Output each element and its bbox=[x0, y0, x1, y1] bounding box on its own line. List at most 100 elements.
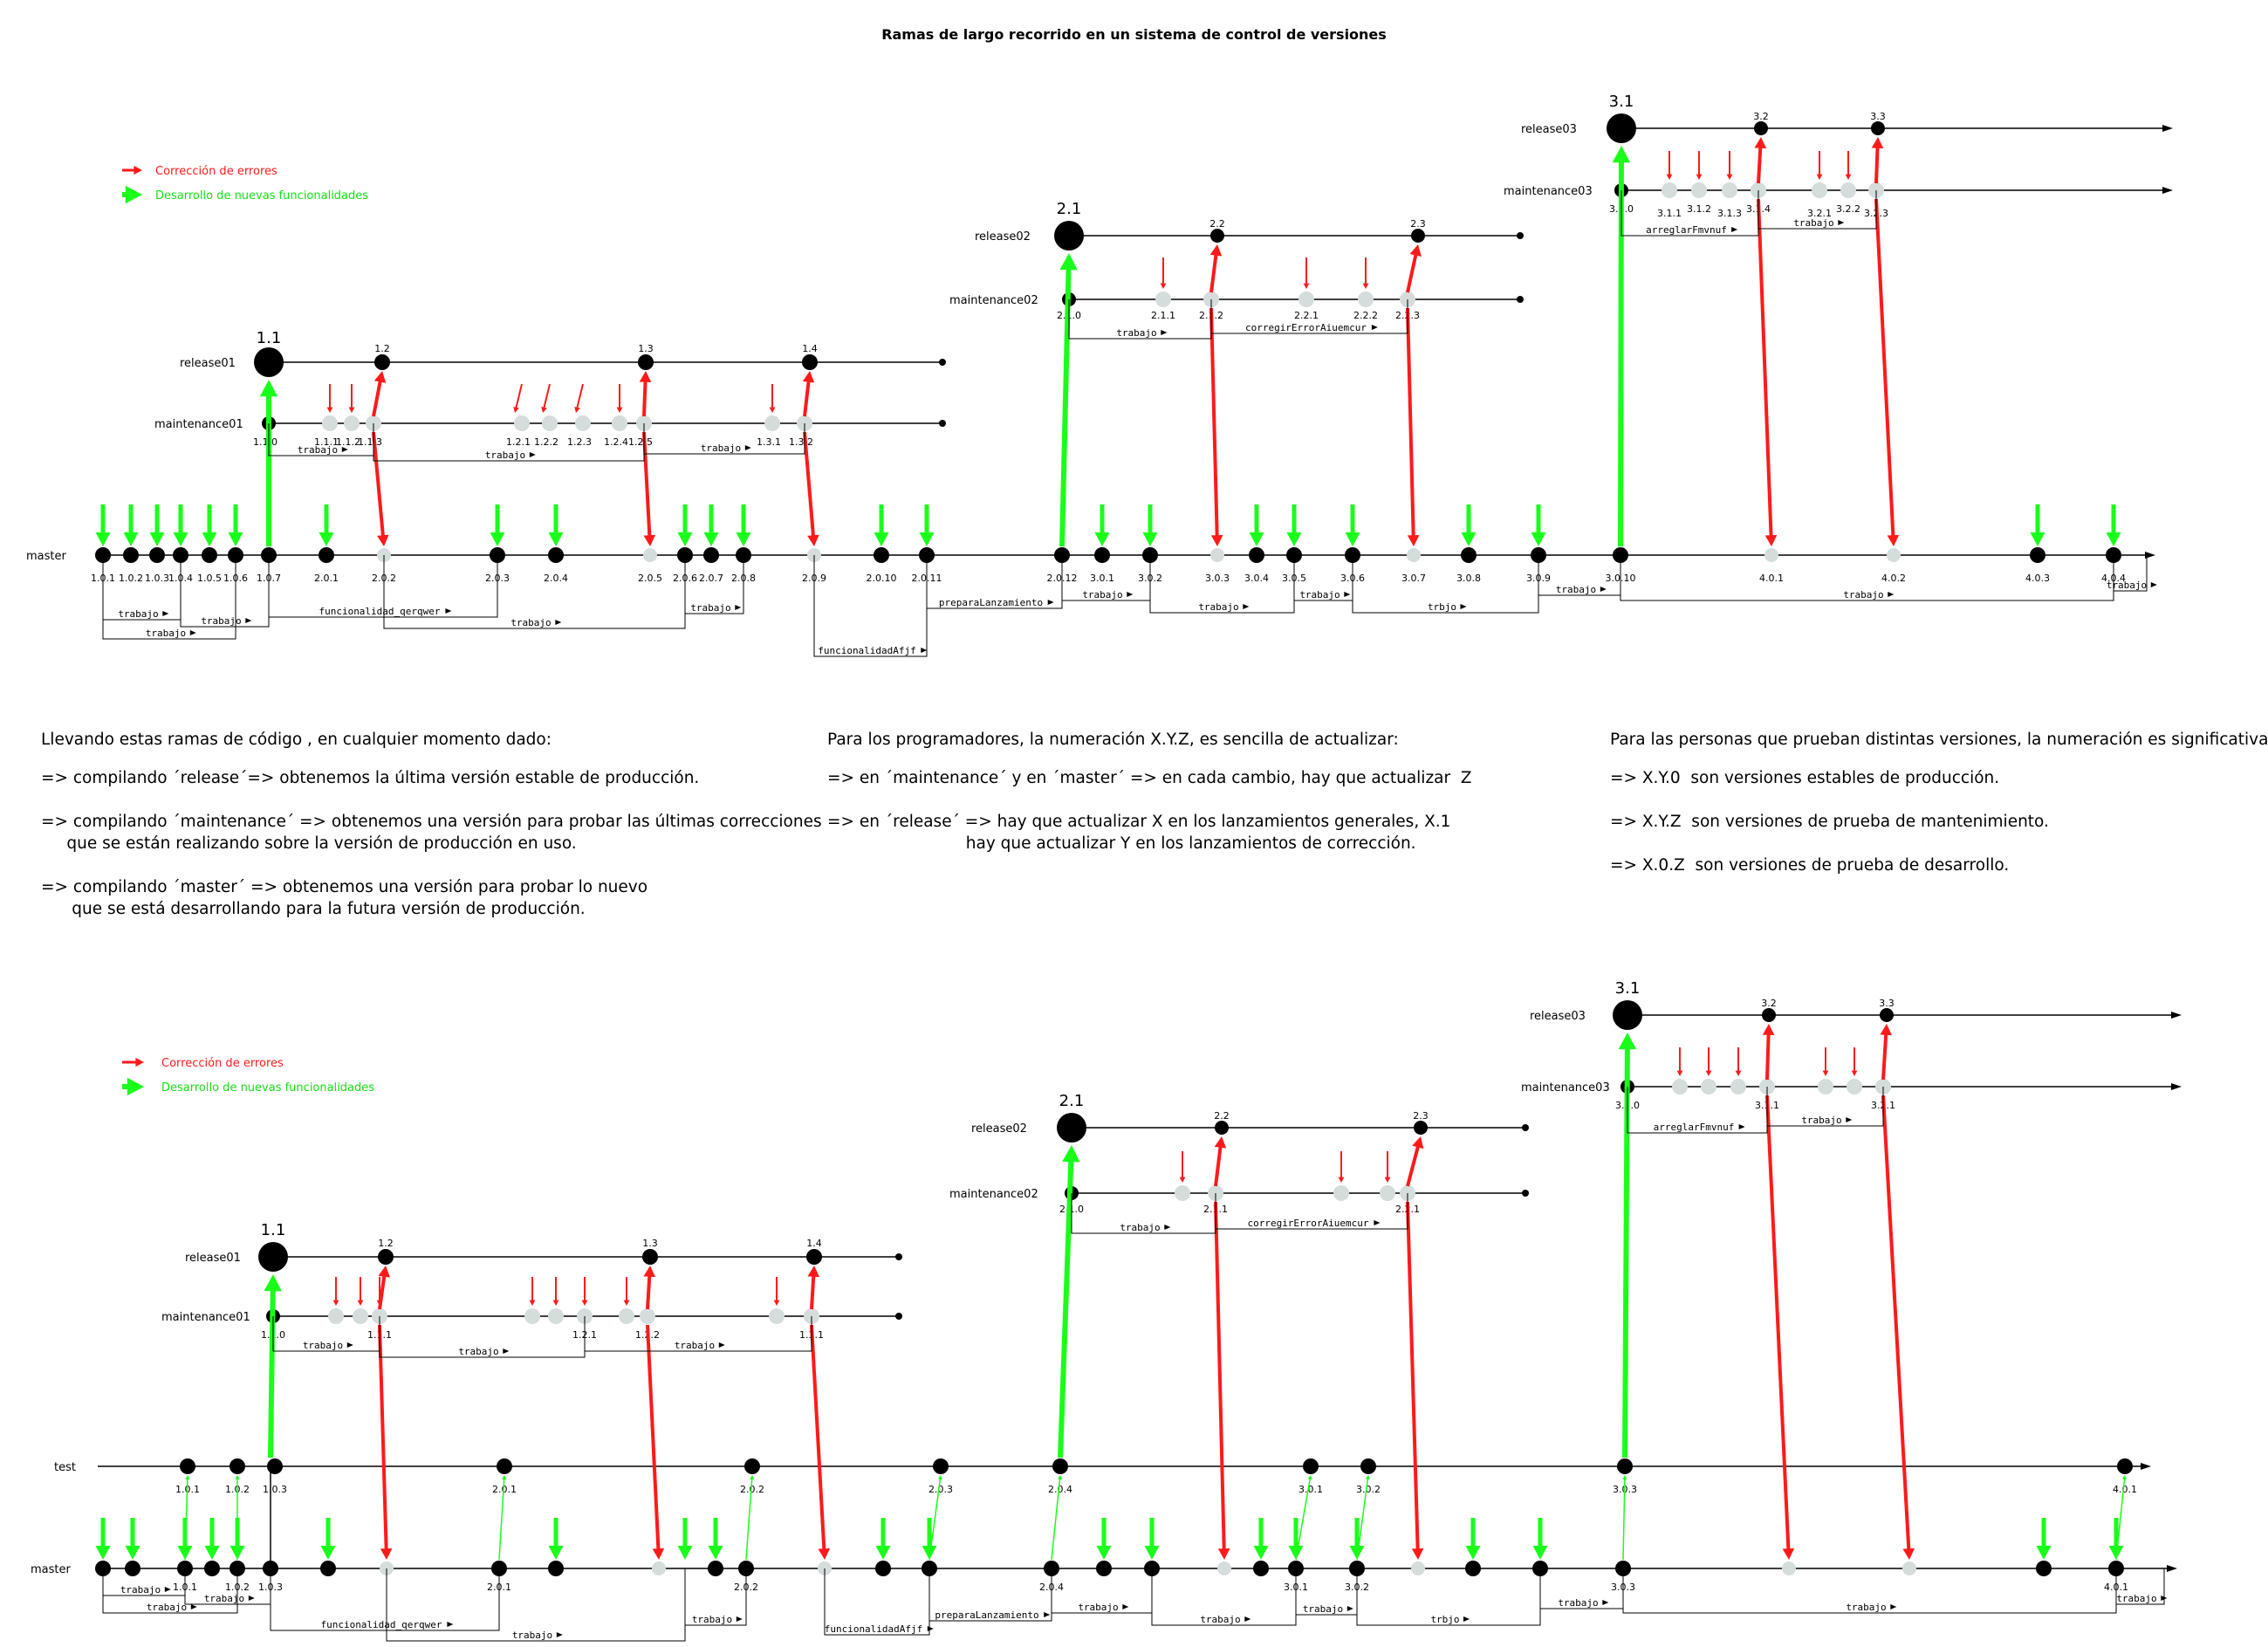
release02-commit bbox=[1215, 1121, 1229, 1135]
work-label: trabajo bbox=[201, 615, 241, 627]
work-label: funcionalidadAfjf bbox=[818, 645, 916, 656]
work-label: funcionalidadAfjf bbox=[825, 1623, 923, 1635]
feature-arrow-head bbox=[874, 532, 889, 546]
maintenance03-version-label: 3.1.1 bbox=[1657, 208, 1682, 219]
merge-fix-arrow bbox=[642, 431, 652, 538]
feature-arrow-head bbox=[319, 532, 334, 546]
promote-arrow-head bbox=[235, 1475, 240, 1479]
work-label: trabajo bbox=[1793, 217, 1833, 229]
maintenance03-line-arrow bbox=[2162, 187, 2173, 194]
legend-feature-label: Desarrollo de nuevas funcionalidades bbox=[155, 189, 368, 202]
promote-arrow-head bbox=[1365, 1475, 1370, 1480]
feature-arrow-head bbox=[548, 1546, 564, 1560]
maintenance02-commit bbox=[1333, 1185, 1349, 1201]
master-commit bbox=[874, 547, 889, 563]
release-fix-arrow-head bbox=[1754, 137, 1767, 149]
master-commit bbox=[652, 1561, 666, 1575]
release02-start bbox=[1054, 221, 1084, 250]
maintenance03-commit bbox=[1730, 1079, 1746, 1095]
maintenance03-commit bbox=[1662, 182, 1677, 198]
work-label: trabajo bbox=[458, 1346, 498, 1357]
merge-fix-arrow-head bbox=[652, 1547, 665, 1560]
work-label: corregirErrorAiuemcur bbox=[1245, 322, 1367, 333]
maintenance03-version-label: 3.1.3 bbox=[1717, 208, 1742, 219]
fix-arrow-head bbox=[1816, 174, 1823, 180]
release02-version-label: 2.2 bbox=[1214, 1110, 1230, 1122]
work-label: trabajo bbox=[690, 602, 730, 614]
release02-start bbox=[1057, 1113, 1086, 1143]
master-commit bbox=[1902, 1561, 1916, 1575]
release02-version-label: 2.3 bbox=[1413, 1110, 1429, 1122]
maintenance03-version-label: 3.2.1 bbox=[1807, 208, 1832, 219]
test-commit bbox=[744, 1458, 760, 1474]
legend-fix-arrow-head bbox=[134, 165, 142, 175]
maintenance03-version-label: 3.2.2 bbox=[1836, 203, 1860, 215]
release01-commit bbox=[638, 354, 654, 370]
release-fix-arrow bbox=[1765, 1033, 1771, 1081]
feature-arrow-head bbox=[1461, 532, 1477, 546]
master-version-label: 4.0.1 bbox=[1759, 573, 1784, 584]
master-commit bbox=[1249, 547, 1264, 563]
maintenance01-version-label: 1.1.0 bbox=[253, 436, 278, 448]
work-bracket bbox=[684, 1568, 747, 1626]
release03-version-label: 3.2 bbox=[1761, 998, 1777, 1009]
maintenance01-commit bbox=[524, 1308, 540, 1324]
feature-arrow-head bbox=[2036, 1546, 2052, 1560]
work-label-arrow bbox=[190, 1604, 197, 1609]
feature-arrow-head bbox=[922, 1546, 937, 1560]
master-version-label: 4.0.3 bbox=[2025, 573, 2050, 584]
release03-commit bbox=[1762, 1008, 1776, 1022]
maintenance01-version-label: 1.2.5 bbox=[628, 436, 653, 448]
branch-label-test: test bbox=[54, 1461, 76, 1474]
maintenance03-commit bbox=[1691, 182, 1707, 198]
branch-off-feature-arrow-head bbox=[1612, 146, 1631, 163]
branch-off-feature-arrow-head bbox=[1618, 1033, 1637, 1050]
maintenance01-commit bbox=[769, 1308, 785, 1324]
release-fix-arrow bbox=[1209, 252, 1218, 293]
maintenance03-version-label: 3.1.2 bbox=[1687, 203, 1711, 215]
fix-arrow-head bbox=[357, 1300, 364, 1306]
release-fix-arrow bbox=[378, 1273, 387, 1310]
explanation-col2-line4: hay que actualizar Y en los lanzamientos… bbox=[827, 834, 1416, 853]
merge-fix-arrow-head bbox=[1887, 534, 1900, 546]
release01-commit bbox=[378, 1249, 394, 1265]
work-label-arrow bbox=[555, 620, 562, 625]
release01-version-label: 1.4 bbox=[802, 343, 818, 354]
branch-label-maintenance02: maintenance02 bbox=[949, 1188, 1038, 1201]
work-label-arrow bbox=[189, 630, 196, 635]
maintenance03-commit bbox=[1847, 1079, 1862, 1095]
fix-arrow-head bbox=[623, 1300, 630, 1306]
fix-arrow-head bbox=[332, 1300, 339, 1306]
work-label: arreglarFmvnuf bbox=[1646, 224, 1727, 236]
fix-arrow-head bbox=[1726, 174, 1733, 180]
work-bracket bbox=[1295, 1568, 1358, 1616]
fix-arrow-head bbox=[616, 407, 623, 413]
merge-fix-arrow bbox=[1214, 1201, 1226, 1551]
master-commit bbox=[1887, 548, 1901, 562]
master-commit bbox=[1210, 548, 1224, 562]
work-label: trabajo bbox=[512, 1630, 552, 1641]
master-version-label: 2.0.7 bbox=[699, 573, 723, 584]
test-version-label: 3.0.2 bbox=[1356, 1484, 1381, 1495]
feature-arrow-head bbox=[1286, 532, 1302, 546]
release03-commit bbox=[1880, 1008, 1894, 1022]
master-commit bbox=[320, 1561, 336, 1576]
test-commit bbox=[1617, 1458, 1633, 1474]
branch-label-master: master bbox=[31, 1563, 71, 1576]
master-commit bbox=[149, 547, 165, 563]
fix-arrow-head bbox=[581, 1300, 588, 1306]
explanation-col3-line2: => X.Y.0 son versiones estables de produ… bbox=[1610, 769, 2000, 787]
promote-arrow-head bbox=[2121, 1475, 2128, 1480]
test-commit bbox=[180, 1458, 195, 1474]
release-fix-arrow bbox=[1214, 1144, 1223, 1187]
fix-arrow-head bbox=[1851, 1070, 1858, 1076]
master-commit bbox=[643, 548, 657, 562]
legend-fix-label: Corrección de errores bbox=[161, 1057, 284, 1070]
test-commit bbox=[497, 1458, 512, 1474]
master-commit bbox=[1253, 1561, 1269, 1576]
merge-fix-arrow bbox=[646, 1324, 661, 1551]
explanation-col2-line3: => en ´release´ => hay que actualizar X … bbox=[827, 813, 1451, 831]
work-label: trabajo bbox=[1558, 1597, 1598, 1609]
